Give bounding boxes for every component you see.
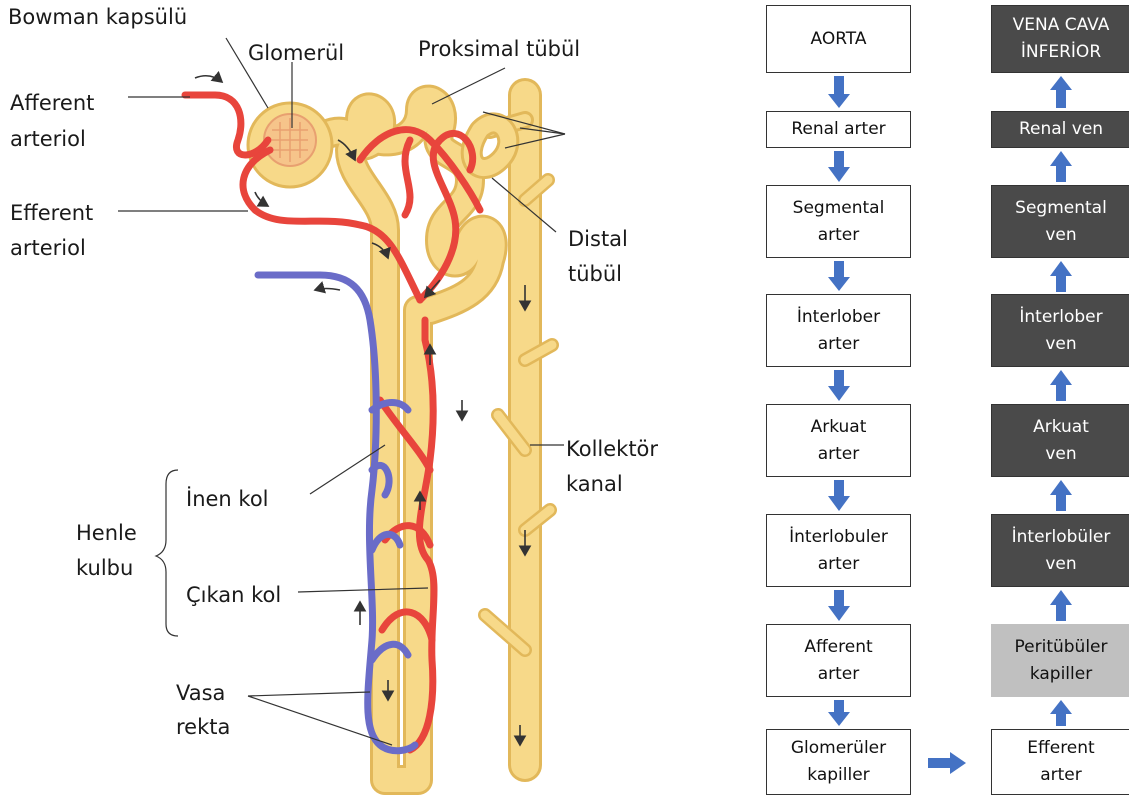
label-descending-limb: İnen kol	[186, 484, 269, 515]
arrow-up-icon	[1050, 261, 1072, 292]
label-proximal-tubule: Proksimal tübül	[418, 34, 580, 65]
label-glomerulus: Glomerül	[248, 38, 344, 69]
flow-box-interlobular-artery: İnterlobuler arter	[766, 514, 911, 587]
arrow-up-icon	[1050, 151, 1072, 182]
arrow-up-icon	[1050, 700, 1072, 726]
arteries	[185, 95, 480, 750]
flow-box-segmental-artery: Segmental arter	[766, 185, 911, 258]
label-vasa-recta-line1: Vasa	[176, 678, 225, 709]
flow-box-glomerular-capillaries: Glomerüler kapiller	[766, 729, 911, 795]
flow-box-renal-vein: Renal ven	[991, 111, 1129, 148]
arrow-up-icon	[1050, 76, 1072, 108]
flow-box-vena-cava: VENA CAVA İNFERİOR	[991, 5, 1129, 73]
flow-box-arcuate-vein: Arkuat ven	[991, 404, 1129, 477]
label-distal-tubule-line2: tübül	[568, 259, 622, 290]
flow-box-arcuate-artery: Arkuat arter	[766, 404, 911, 477]
flow-box-peritubular-capillaries: Peritübüler kapiller	[991, 624, 1129, 697]
flow-box-aorta: AORTA	[766, 5, 911, 73]
label-collecting-duct-line1: Kollektör	[566, 434, 658, 465]
label-afferent-arteriole-line1: Afferent	[10, 88, 94, 119]
label-henle-loop-line1: Henle	[76, 518, 137, 549]
flow-box-afferent-artery: Afferent arter	[766, 624, 911, 697]
flow-box-renal-artery: Renal arter	[766, 111, 911, 148]
nephron-illustration	[0, 0, 720, 801]
label-distal-tubule-line1: Distal	[568, 224, 628, 255]
label-efferent-arteriole-line2: arteriol	[10, 233, 86, 264]
flow-box-efferent-artery: Efferent arter	[991, 729, 1129, 795]
collecting-duct	[485, 95, 552, 765]
arrow-up-icon	[1050, 480, 1072, 511]
flow-box-interlobar-vein: İnterlober ven	[991, 294, 1129, 367]
label-henle-loop-line2: kulbu	[76, 553, 133, 584]
arrow-up-icon	[1050, 590, 1072, 621]
label-bowman-capsule: Bowman kapsülü	[8, 2, 187, 33]
arrow-right-icon	[928, 752, 966, 774]
arrow-down-icon	[828, 480, 850, 511]
arrow-down-icon	[828, 76, 850, 108]
label-efferent-arteriole-line1: Efferent	[10, 198, 93, 229]
label-vasa-recta-line2: rekta	[176, 712, 230, 743]
flow-box-segmental-vein: Segmental ven	[991, 185, 1129, 258]
label-afferent-arteriole-line2: arteriol	[10, 124, 86, 155]
label-collecting-duct-line2: kanal	[566, 469, 623, 500]
tubule	[325, 100, 508, 780]
arrow-up-icon	[1050, 370, 1072, 401]
arrow-down-icon	[828, 590, 850, 621]
arrow-down-icon	[828, 151, 850, 182]
flow-box-interlobar-artery: İnterlober arter	[766, 294, 911, 367]
arrow-down-icon	[828, 370, 850, 401]
arrow-down-icon	[828, 261, 850, 291]
arrow-down-icon	[828, 700, 850, 726]
label-ascending-limb: Çıkan kol	[186, 580, 281, 611]
flow-box-interlobular-vein: İnterlobüler ven	[991, 514, 1129, 587]
